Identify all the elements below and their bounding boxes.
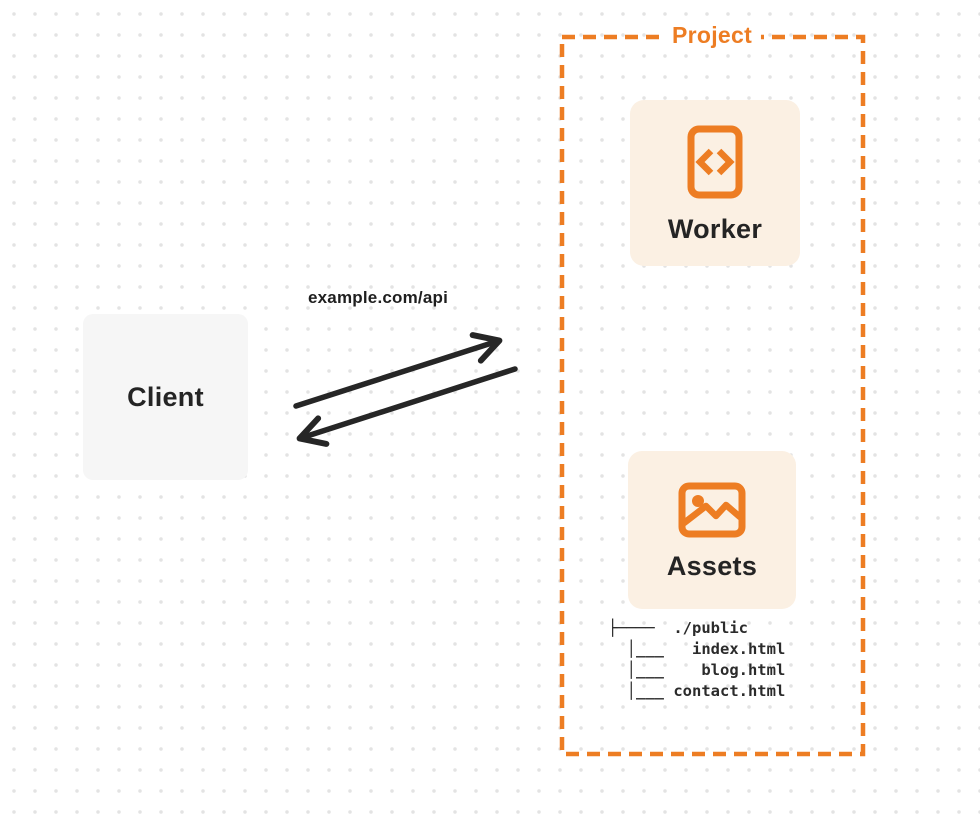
code-document-icon [687, 125, 743, 199]
response-arrow [296, 366, 518, 447]
assets-file-tree: ├──── ./public │___ index.html │___ blog… [608, 619, 786, 700]
assets-node: Assets [628, 451, 796, 609]
worker-label: Worker [667, 214, 763, 244]
image-icon [678, 482, 746, 538]
request-url-label: example.com/api [308, 288, 449, 307]
client-label: Client [127, 381, 204, 412]
worker-node: Worker [630, 100, 800, 266]
client-node: Client [83, 314, 248, 480]
project-label: Project [662, 20, 762, 50]
request-arrow [293, 332, 503, 409]
assets-label: Assets [666, 551, 758, 581]
